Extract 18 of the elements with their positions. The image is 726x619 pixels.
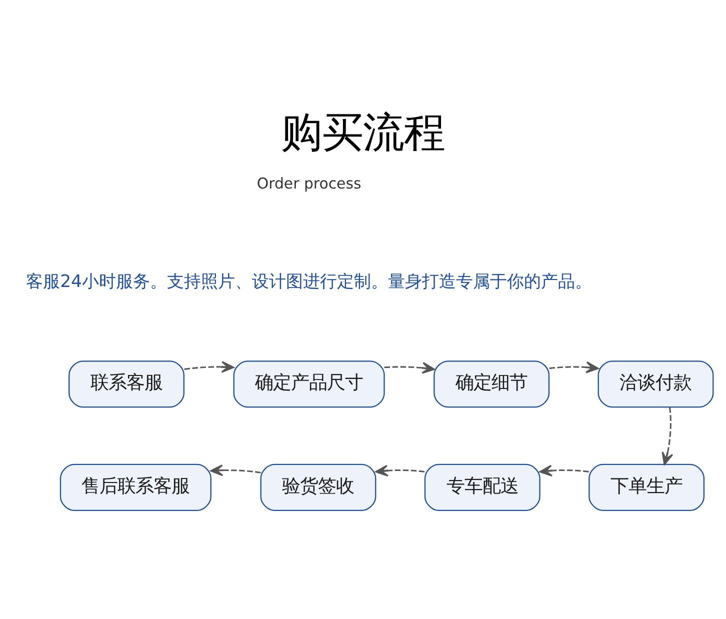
arrow: [184, 361, 234, 373]
arrow: [384, 362, 435, 374]
label: 客服24小时服务。支持照片、设计图进行定制。量身打造专属于你的产品。: [26, 272, 592, 292]
arrow: [662, 407, 674, 466]
arrow: [549, 361, 599, 374]
arrow: [375, 464, 425, 477]
node-box: 洽谈付款: [598, 360, 714, 408]
node-box: 确定产品尺寸: [233, 360, 385, 408]
arrow: [210, 464, 261, 476]
node-box: 专车配送: [424, 464, 540, 511]
node-box: 联系客服: [68, 360, 184, 408]
diagram-title: 购买流程: [281, 108, 445, 156]
node-box: 确定细节: [434, 360, 550, 408]
label: Order process: [256, 174, 362, 192]
node-box: 售后联系客服: [60, 464, 212, 511]
arrow: [539, 464, 589, 477]
node-box: 验货签收: [260, 464, 376, 511]
node-box: 下单生产: [588, 464, 705, 511]
